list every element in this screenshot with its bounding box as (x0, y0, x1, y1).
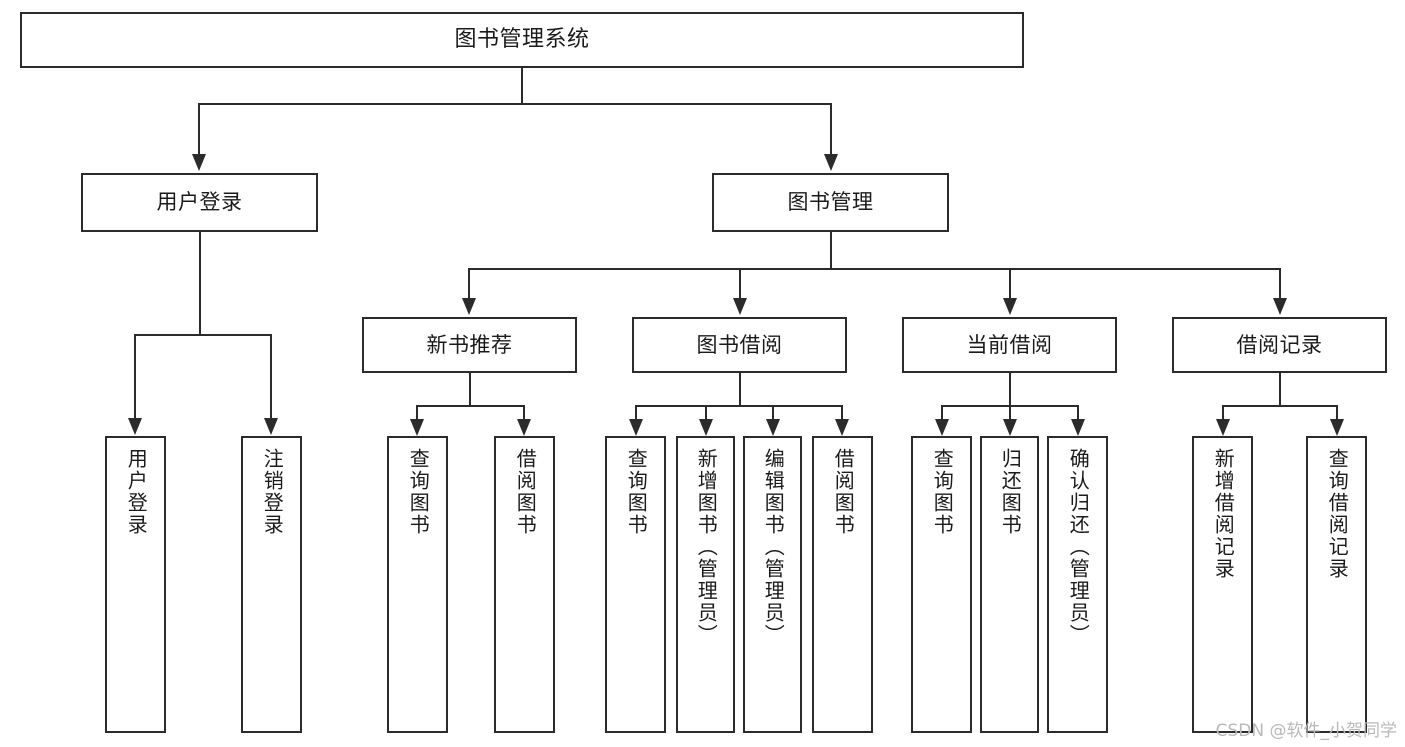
leaf-user-login[interactable]: 用户登录 (105, 436, 166, 733)
node-label: 借阅图书 (831, 448, 856, 536)
node-current-borrow[interactable]: 当前借阅 (902, 317, 1117, 373)
leaf-borrow-edit-book[interactable]: 编辑图书（管理员） (743, 436, 802, 733)
edge-user-login-trunk (199, 232, 201, 335)
node-label: 新书推荐 (426, 332, 513, 357)
node-book-borrow[interactable]: 图书借阅 (632, 317, 847, 373)
leaf-new-book-borrow[interactable]: 借阅图书 (494, 436, 555, 733)
arrowhead-user-login (192, 154, 206, 171)
arrowhead-br-leaf2 (1330, 419, 1344, 436)
node-label: 查询图书 (624, 448, 649, 536)
node-user-login[interactable]: 用户登录 (81, 173, 318, 232)
edge-cb-leaf1 (941, 405, 943, 421)
node-borrow-record[interactable]: 借阅记录 (1172, 317, 1387, 373)
node-label: 图书管理 (787, 190, 874, 215)
edge-bb-leaf1 (635, 405, 637, 421)
edge-bb-leaf3 (772, 405, 774, 421)
arrowhead-current-borrow (1003, 298, 1017, 315)
node-label: 编辑图书（管理员） (761, 448, 786, 646)
edge-user-login-leaf2 (270, 334, 272, 419)
leaf-borrow-query-book[interactable]: 查询图书 (605, 436, 666, 733)
edge-br-leaf2 (1336, 405, 1338, 421)
arrowhead-new-book (462, 298, 476, 315)
arrowhead-bb-leaf1 (629, 419, 643, 436)
edge-bb-leaf2 (705, 405, 707, 421)
arrowhead-cb-leaf3 (1071, 419, 1085, 436)
node-label: 确认归还（管理员） (1066, 448, 1091, 646)
node-label: 查询图书 (406, 448, 431, 536)
leaf-current-query-book[interactable]: 查询图书 (911, 436, 972, 733)
node-label: 用户登录 (124, 448, 149, 536)
edge-level3-bus (468, 268, 1280, 270)
node-label: 查询图书 (930, 448, 955, 536)
edge-new-book-leaf1 (416, 405, 418, 421)
arrowhead-br-leaf1 (1216, 419, 1230, 436)
node-new-book-recommend[interactable]: 新书推荐 (362, 317, 577, 373)
node-label: 归还图书 (998, 448, 1023, 536)
edge-cb-leaf3 (1077, 405, 1079, 421)
node-label: 当前借阅 (966, 332, 1053, 357)
node-label: 借阅图书 (513, 448, 538, 536)
edge-root-trunk (521, 68, 523, 104)
node-label: 查询借阅记录 (1325, 448, 1350, 580)
edge-borrow-record-trunk (1279, 373, 1281, 406)
arrowhead-leaf-logout (264, 418, 278, 435)
edge-current-borrow-trunk (1009, 373, 1011, 406)
arrowhead-borrow-record (1273, 298, 1287, 315)
edge-to-user-login (198, 103, 200, 156)
edge-book-borrow-bus (635, 405, 843, 407)
arrowhead-book-borrow (733, 298, 747, 315)
edge-new-book-leaf2 (523, 405, 525, 421)
node-label: 图书管理系统 (454, 27, 590, 53)
edge-new-book-trunk (469, 373, 471, 406)
leaf-user-logout[interactable]: 注销登录 (241, 436, 302, 733)
arrowhead-leaf-user-login (128, 418, 142, 435)
arrowhead-cb-leaf2 (1003, 419, 1017, 436)
edge-to-new-book (468, 268, 470, 300)
node-book-management[interactable]: 图书管理 (712, 173, 949, 232)
arrowhead-bb-leaf3 (766, 419, 780, 436)
edge-user-login-leaf1 (134, 334, 136, 419)
leaf-new-book-query[interactable]: 查询图书 (387, 436, 448, 733)
node-label: 新增借阅记录 (1211, 448, 1236, 580)
edge-book-borrow-trunk (739, 373, 741, 406)
leaf-borrow-borrow-book[interactable]: 借阅图书 (812, 436, 873, 733)
edge-to-current-borrow (1009, 268, 1011, 300)
leaf-borrow-add-book[interactable]: 新增图书（管理员） (676, 436, 735, 733)
node-label: 新增图书（管理员） (694, 448, 719, 646)
arrowhead-nb-leaf2 (517, 419, 531, 436)
edge-br-leaf1 (1222, 405, 1224, 421)
node-root-system[interactable]: 图书管理系统 (20, 12, 1024, 68)
edge-to-borrow-record (1279, 268, 1281, 300)
edge-borrow-record-bus (1222, 405, 1337, 407)
arrowhead-nb-leaf1 (410, 419, 424, 436)
node-label: 图书借阅 (696, 332, 783, 357)
node-label: 用户登录 (156, 190, 243, 215)
edge-book-manage-trunk (830, 232, 832, 269)
edge-level2-bus (198, 103, 832, 105)
leaf-record-query[interactable]: 查询借阅记录 (1306, 436, 1367, 733)
arrowhead-book-manage (824, 154, 838, 171)
arrowhead-bb-leaf2 (699, 419, 713, 436)
edge-to-book-manage (830, 103, 832, 156)
leaf-record-add[interactable]: 新增借阅记录 (1192, 436, 1253, 733)
arrowhead-cb-leaf1 (935, 419, 949, 436)
leaf-current-return-book[interactable]: 归还图书 (980, 436, 1039, 733)
edge-new-book-bus (416, 405, 524, 407)
edge-user-login-bus (134, 334, 271, 336)
edge-bb-leaf4 (841, 405, 843, 421)
edge-to-book-borrow (739, 268, 741, 300)
node-label: 借阅记录 (1236, 332, 1323, 357)
watermark-text: CSDN @软件_小贺同学 (1215, 721, 1397, 741)
arrowhead-bb-leaf4 (835, 419, 849, 436)
node-label: 注销登录 (260, 448, 285, 536)
leaf-current-confirm-return[interactable]: 确认归还（管理员） (1047, 436, 1108, 733)
edge-cb-leaf2 (1009, 405, 1011, 421)
